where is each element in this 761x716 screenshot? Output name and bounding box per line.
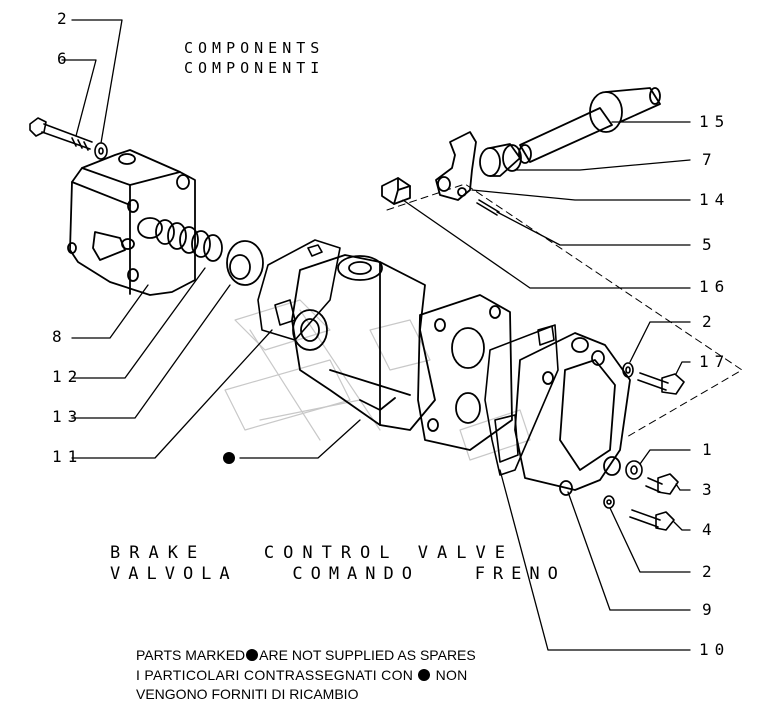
spares-note-line-1: PARTS MARKED ARE NOT SUPPLIED AS SPARES bbox=[136, 647, 476, 663]
washer-2-top-part bbox=[94, 142, 108, 160]
flange-plate-part bbox=[417, 294, 513, 451]
callout-16: 16 bbox=[699, 277, 731, 296]
callout-7: 7 bbox=[702, 150, 718, 169]
callout-2-low: 2 bbox=[702, 562, 718, 581]
diagram-title-it: VALVOLA COMANDO FRENO bbox=[110, 564, 566, 584]
screw-17-part bbox=[637, 372, 685, 395]
spares-note-1b: ARE NOT SUPPLIED AS SPARES bbox=[259, 647, 476, 663]
screw-4-part bbox=[629, 509, 675, 531]
lever-14-part bbox=[435, 131, 477, 201]
callout-2-top: 2 bbox=[57, 9, 73, 28]
washer-2-low-part bbox=[603, 495, 615, 509]
bolt-6-part bbox=[29, 117, 93, 151]
diagram-title-en: BRAKE CONTROL VALVE bbox=[110, 543, 514, 563]
components-heading-en: COMPONENTS bbox=[184, 39, 325, 57]
callout-6: 6 bbox=[57, 49, 73, 68]
dashed-assembly-outline bbox=[386, 183, 743, 439]
washer-2-mid-part bbox=[622, 362, 634, 378]
cover-9-part bbox=[514, 332, 631, 496]
washer-1-part bbox=[625, 460, 643, 480]
shaft-15-part bbox=[518, 87, 661, 164]
screw-3-part bbox=[645, 473, 679, 495]
callout-5: 5 bbox=[702, 235, 718, 254]
components-heading-it: COMPONENTI bbox=[184, 59, 325, 77]
callout-14: 14 bbox=[699, 190, 731, 209]
callout-1: 1 bbox=[702, 440, 718, 459]
end-cover-part bbox=[67, 149, 196, 296]
callout-13: 13 bbox=[52, 407, 84, 426]
callout-11: 11 bbox=[52, 447, 84, 466]
seal-ring-part bbox=[226, 240, 264, 286]
callout-8: 8 bbox=[52, 327, 68, 346]
callout-2-mid: 2 bbox=[702, 312, 718, 331]
callout-12: 12 bbox=[52, 367, 84, 386]
gasket-left-part bbox=[257, 239, 341, 341]
gasket-right-part bbox=[484, 324, 559, 476]
spares-note-line-3: VENGONO FORNITI DI RICAMBIO bbox=[136, 686, 359, 702]
leader-lines bbox=[61, 19, 691, 651]
callout-4: 4 bbox=[702, 520, 718, 539]
callout-9: 9 bbox=[702, 600, 718, 619]
spares-note-line-2: I PARTICOLARI CONTRASSEGNATI CON NON bbox=[136, 667, 468, 683]
callout-3: 3 bbox=[702, 480, 718, 499]
spares-note-2a: I PARTICOLARI CONTRASSEGNATI CON bbox=[136, 667, 418, 683]
valve-body-part bbox=[291, 254, 436, 431]
marker-dot-icon bbox=[246, 649, 259, 661]
spares-note-1a: PARTS MARKED bbox=[136, 647, 246, 663]
callout-15: 15 bbox=[699, 112, 731, 131]
spares-note-2b: NON bbox=[431, 667, 468, 683]
marker-dot-icon bbox=[418, 669, 431, 681]
spring-part bbox=[137, 217, 223, 262]
callout-17: 17 bbox=[699, 352, 731, 371]
watermark-logo bbox=[224, 299, 531, 461]
not-supplied-marker-dot bbox=[223, 452, 235, 464]
key-16-part bbox=[381, 177, 411, 205]
bushing-7-part bbox=[479, 143, 522, 177]
pin-5-part bbox=[476, 199, 500, 216]
callout-10: 10 bbox=[699, 640, 731, 659]
